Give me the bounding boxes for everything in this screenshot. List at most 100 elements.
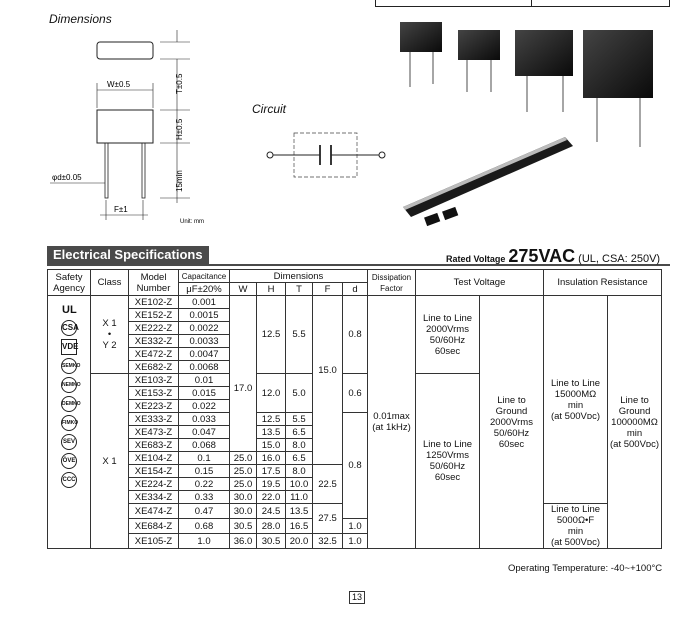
- h-value: 17.5: [256, 464, 286, 478]
- header-dimensions: Dimensions: [229, 269, 368, 283]
- t-value: 8.0: [285, 438, 313, 452]
- ove-icon: ÖVE: [61, 453, 77, 469]
- w-group1: 17.0: [229, 295, 257, 452]
- class-x1y2: X 1•Y 2: [90, 295, 129, 374]
- header-w: W: [229, 282, 257, 296]
- t-value: 10.0: [285, 477, 313, 491]
- header-h: H: [256, 282, 286, 296]
- rated-voltage: Rated Voltage 275VAC (UL, CSA: 250V): [446, 246, 660, 267]
- fimko-icon: FIMKO: [61, 415, 78, 431]
- h-value: 13.5: [256, 425, 286, 439]
- h-value: 28.0: [256, 518, 286, 534]
- capacitance: 0.0015: [178, 308, 230, 322]
- nemko-icon: NEMKO: [61, 377, 81, 393]
- model-number: XE103-Z: [128, 373, 179, 387]
- capacitance: 0.001: [178, 295, 230, 309]
- capacitance: 0.1: [178, 451, 230, 465]
- model-number: XE104-Z: [128, 451, 179, 465]
- h-group2: 12.0: [256, 373, 286, 413]
- model-number: XE682-Z: [128, 360, 179, 374]
- model-number: XE102-Z: [128, 295, 179, 309]
- dimensions-title: Dimensions: [49, 12, 112, 26]
- model-number: XE224-Z: [128, 477, 179, 491]
- capacitance: 0.15: [178, 464, 230, 478]
- w-value: 25.0: [229, 464, 257, 478]
- d-group3: 0.8: [342, 412, 368, 519]
- capacitance: 0.015: [178, 386, 230, 400]
- capacitance: 0.068: [178, 438, 230, 452]
- d-group1: 0.8: [342, 295, 368, 374]
- t-value: 8.0: [285, 464, 313, 478]
- t-value: 11.0: [285, 490, 313, 504]
- operating-temperature: Operating Temperature: -40~+100°C: [508, 563, 663, 574]
- previous-table-fragment: [375, 0, 670, 7]
- model-number: XE333-Z: [128, 412, 179, 426]
- f-group2: 22.5: [312, 464, 343, 504]
- f-group3: 27.5: [312, 503, 343, 534]
- model-number: XE473-Z: [128, 425, 179, 439]
- w-value: 25.0: [229, 451, 257, 465]
- w-value: 25.0: [229, 477, 257, 491]
- capacitance: 0.47: [178, 503, 230, 519]
- model-number: XE222-Z: [128, 321, 179, 335]
- sev-icon: SEV: [61, 434, 77, 450]
- f-dim-label: F±1: [114, 205, 128, 214]
- semko-icon: SEMKO: [61, 358, 80, 374]
- lead-length-label: 15min: [175, 170, 184, 192]
- t-dim-label: T±0.5: [175, 73, 184, 94]
- h-value: 24.5: [256, 503, 286, 519]
- header-model: Model Number: [128, 269, 179, 296]
- d-dim-label: φd±0.05: [52, 173, 82, 182]
- h-value: 16.0: [256, 451, 286, 465]
- t-value: 20.0: [285, 533, 313, 549]
- header-capacitance: Capacitance: [178, 269, 230, 283]
- header-safety: Safety Agency: [47, 269, 91, 296]
- capacitance: 0.33: [178, 490, 230, 504]
- capacitance: 0.01: [178, 373, 230, 387]
- d-value: 1.0: [342, 518, 368, 534]
- model-number: XE152-Z: [128, 308, 179, 322]
- header-f: F: [312, 282, 343, 296]
- t-value: 16.5: [285, 518, 313, 534]
- table-row: UL CSA VDE SEMKO NEMKO DEMKO FIMKO SEV Ö…: [47, 295, 663, 549]
- model-number: XE334-Z: [128, 490, 179, 504]
- section-divider: [47, 264, 670, 266]
- header-t: T: [285, 282, 313, 296]
- electrical-spec-table: Safety Agency Class Model Number Capacit…: [47, 269, 663, 549]
- capacitance: 0.0047: [178, 347, 230, 361]
- header-dissipation: Dissipation Factor: [367, 269, 416, 296]
- t-group1: 5.5: [285, 295, 313, 374]
- h-value: 22.0: [256, 490, 286, 504]
- h-group1: 12.5: [256, 295, 286, 374]
- dimension-drawing: T±0.5 W±0.5 H±0.5 15min φd±0.05 F±1 Unit…: [50, 30, 204, 225]
- h-value: 19.5: [256, 477, 286, 491]
- t-group2: 5.0: [285, 373, 313, 413]
- h-value: 15.0: [256, 438, 286, 452]
- circuit-title: Circuit: [252, 102, 287, 116]
- header-d: d: [342, 282, 368, 296]
- w-value: 36.0: [229, 533, 257, 549]
- t-value: 6.5: [285, 425, 313, 439]
- model-number: XE472-Z: [128, 347, 179, 361]
- circuit-diagram: [266, 132, 386, 178]
- section-title: Electrical Specifications: [47, 246, 209, 264]
- h-value: 30.5: [256, 533, 286, 549]
- rated-voltage-note: (UL, CSA: 250V): [578, 253, 661, 265]
- model-number: XE105-Z: [128, 533, 179, 549]
- csa-icon: CSA: [61, 320, 79, 336]
- capacitance: 0.022: [178, 399, 230, 413]
